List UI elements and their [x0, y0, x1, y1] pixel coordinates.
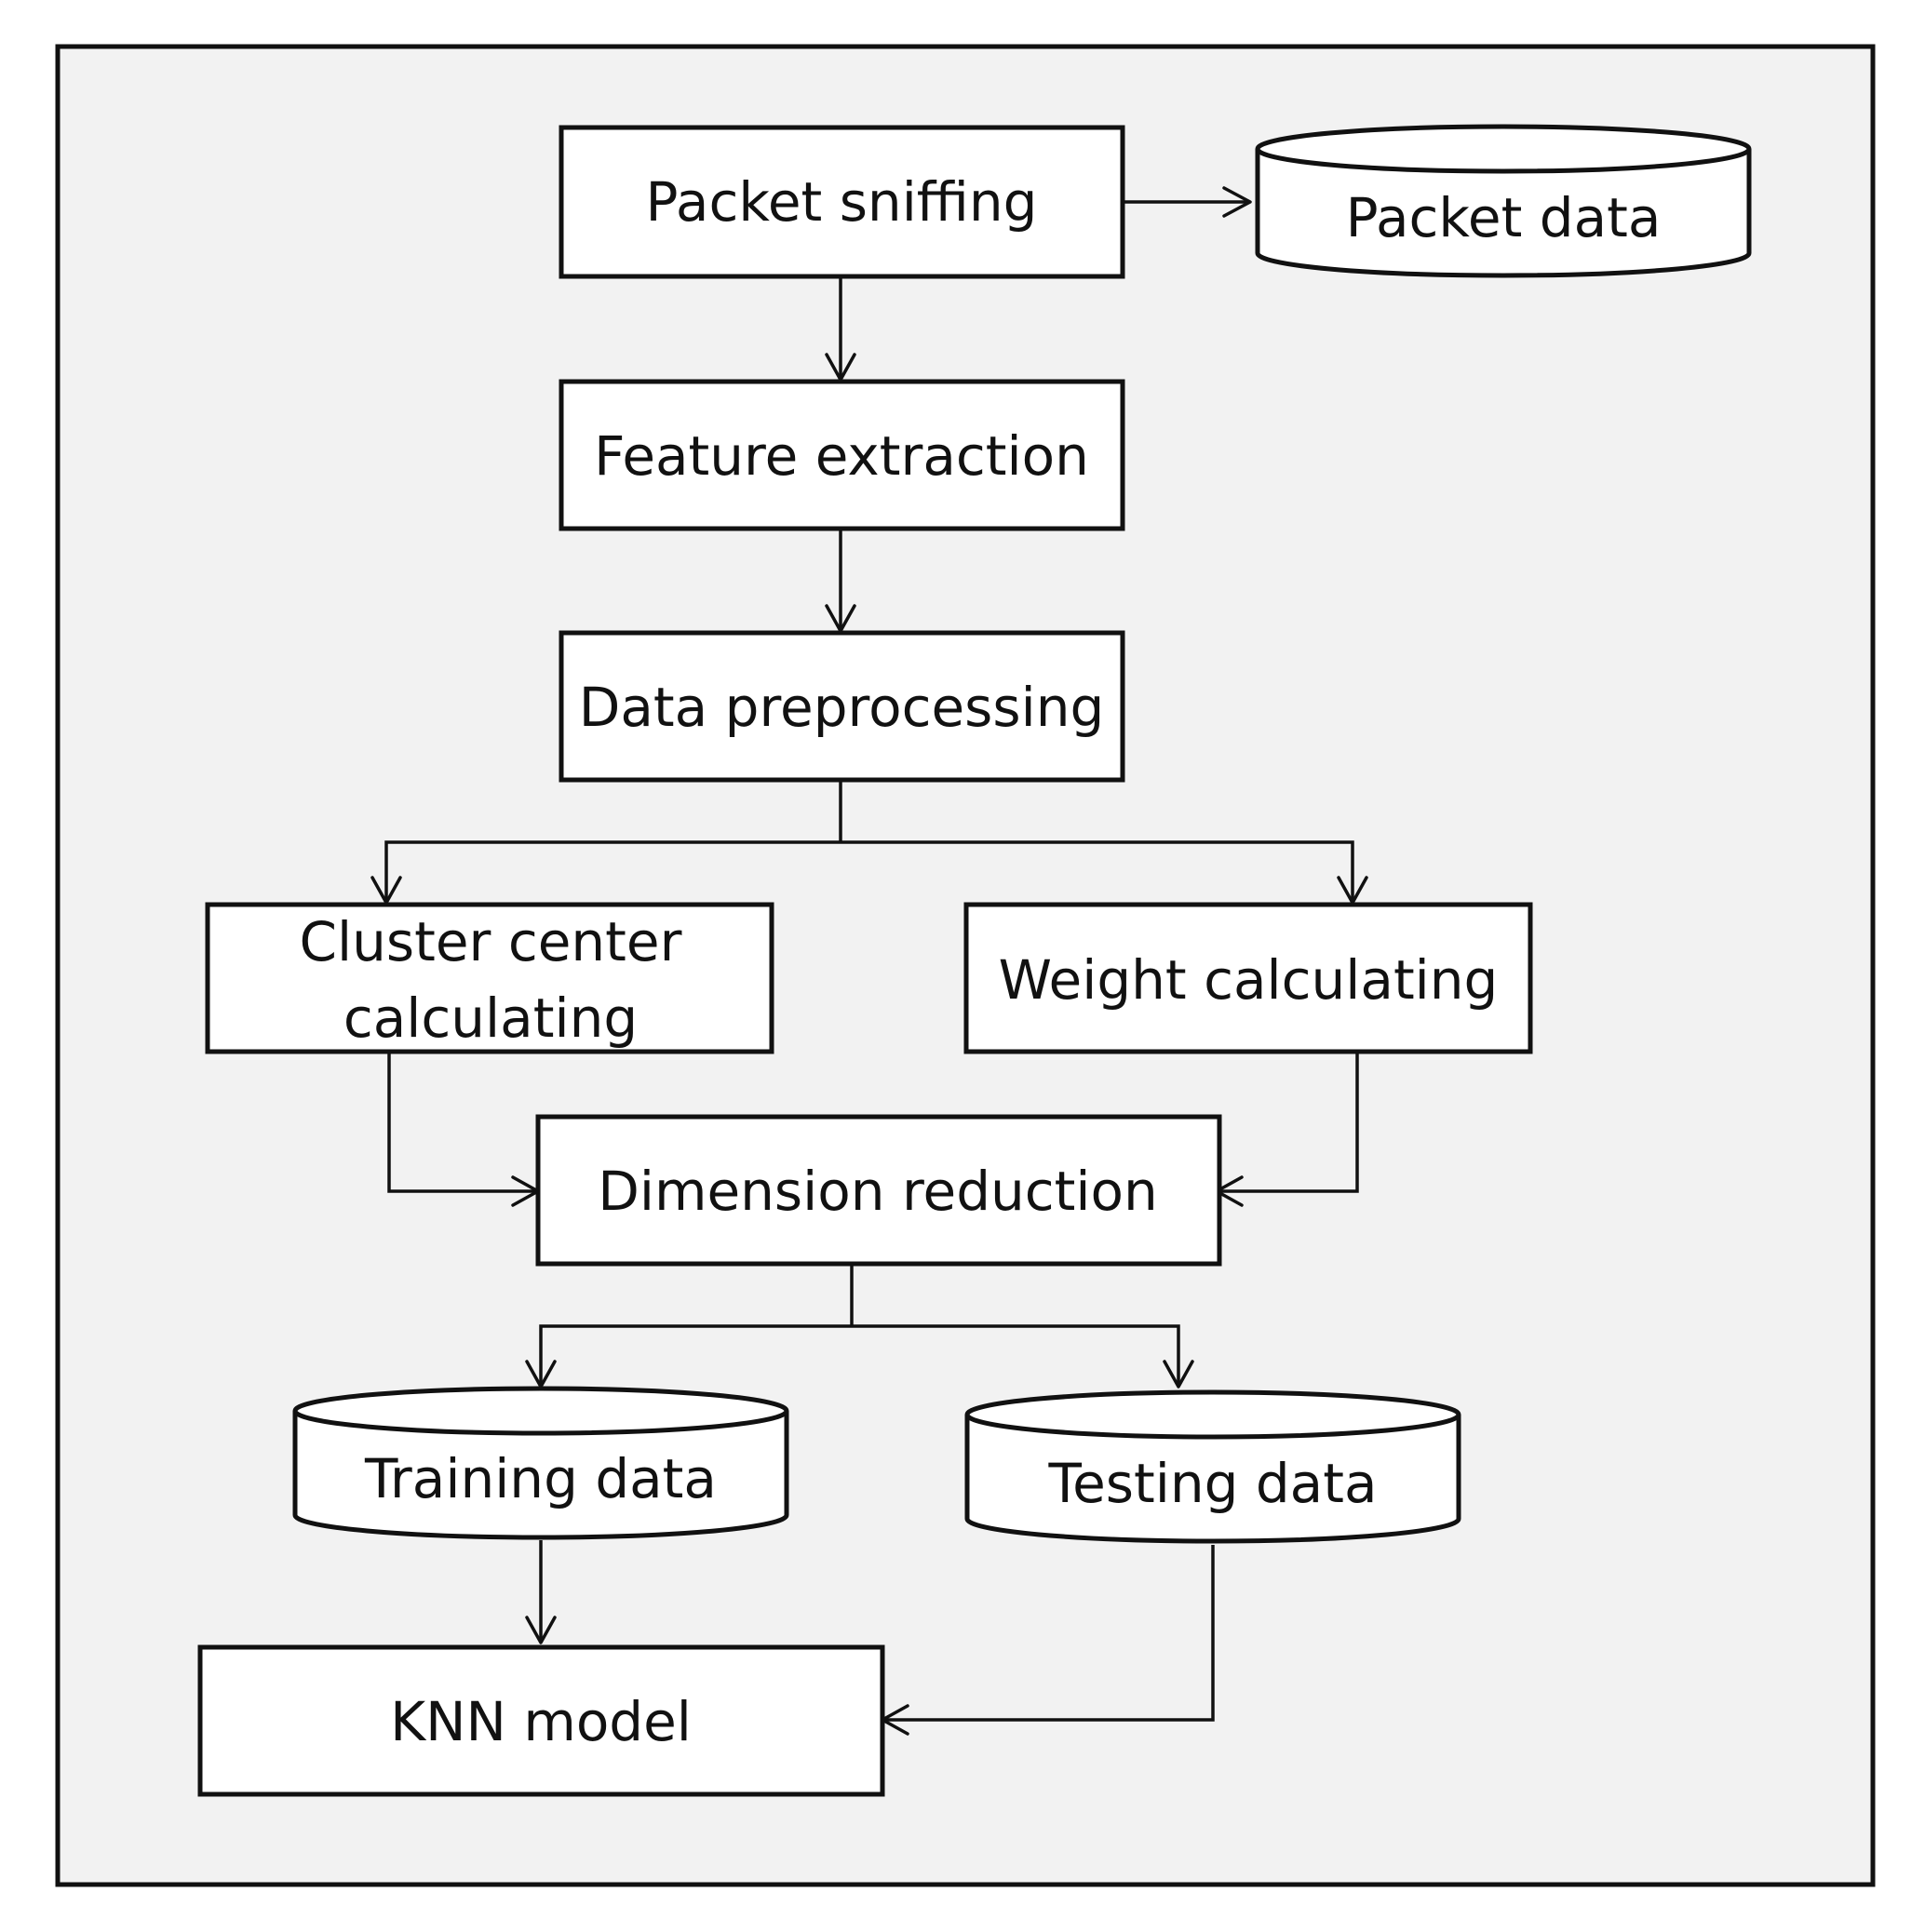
node-cluster-center-label-line1: Cluster center [300, 910, 682, 973]
node-packet-sniffing-label: Packet sniffing [646, 170, 1038, 234]
node-knn-model: KNN model [197, 1644, 885, 1797]
node-weight-calculating-label: Weight calculating [999, 948, 1499, 1012]
node-dimension-reduction: Dimension reduction [535, 1114, 1222, 1267]
node-data-preprocessing-label: Data preprocessing [579, 676, 1105, 739]
node-weight-calculating: Weight calculating [963, 902, 1533, 1054]
node-cluster-center-calculating: Cluster center calculating [205, 902, 774, 1054]
node-cluster-center-label-line2: calculating [343, 986, 638, 1050]
edge-sniffing-to-packet-data [1120, 186, 1252, 218]
edge-training-to-knn [525, 1540, 557, 1644]
node-dimension-reduction-label: Dimension reduction [598, 1160, 1158, 1223]
node-feature-extraction: Feature extraction [559, 379, 1125, 531]
node-packet-data: Packet data [1255, 124, 1752, 278]
node-testing-data-label: Testing data [1048, 1452, 1378, 1515]
node-training-data: Training data [292, 1386, 789, 1540]
node-knn-model-label: KNN model [390, 1690, 692, 1753]
node-packet-data-label: Packet data [1346, 186, 1662, 249]
node-data-preprocessing: Data preprocessing [559, 630, 1125, 783]
node-training-data-label: Training data [364, 1447, 717, 1510]
node-feature-extraction-label: Feature extraction [594, 424, 1089, 488]
node-testing-data: Testing data [964, 1389, 1461, 1544]
node-packet-sniffing: Packet sniffing [559, 125, 1125, 279]
